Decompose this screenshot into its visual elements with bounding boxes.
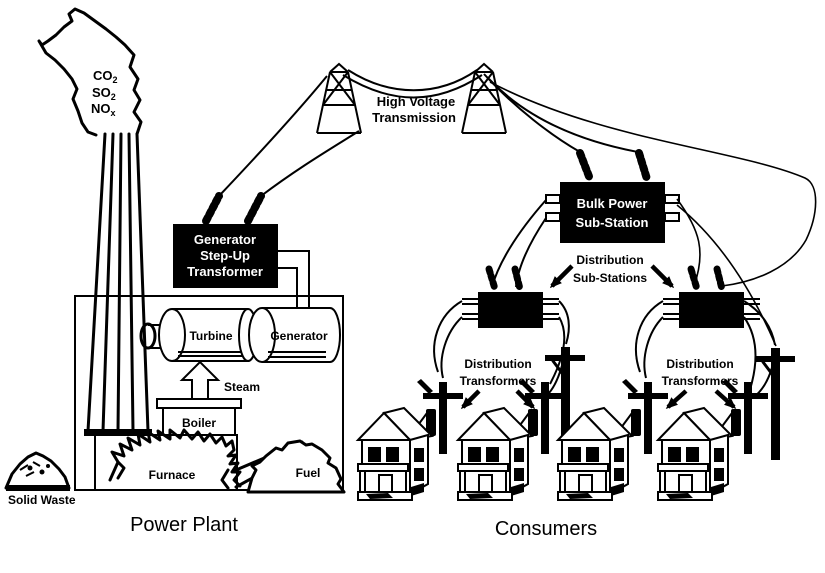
turbine: Turbine [139, 308, 258, 362]
dist-tx-left-arrow-2 [515, 389, 536, 410]
smoke-plume: CO2 SO2 NOx [37, 7, 143, 137]
fuel-pile: Fuel [234, 439, 346, 494]
bulk-label-1: Bulk Power [577, 196, 648, 211]
step-up-transformer: Generator Step-Up Transformer [173, 75, 360, 288]
smokestack [84, 132, 152, 436]
generator: Generator [248, 250, 341, 363]
solid-waste-label: Solid Waste [8, 493, 76, 507]
emission-nox: NOx [91, 101, 116, 118]
steam-label: Steam [224, 380, 260, 394]
distribution-transformers-label-left: Distribution Transformers [460, 357, 537, 410]
dist-tx-right-arrow-1 [665, 389, 688, 409]
dist-tx-right-1: Distribution [666, 357, 733, 371]
bulk-label-2: Sub-Station [576, 215, 649, 230]
dist-tx-right-2: Transformers [662, 374, 739, 388]
step-up-label-1: Generator [194, 232, 256, 247]
generator-label: Generator [270, 329, 328, 343]
power-plant-caption: Power Plant [130, 514, 238, 536]
boiler-label: Boiler [182, 416, 216, 430]
boiler: Boiler [156, 398, 242, 436]
solid-waste-pile: Solid Waste [4, 451, 76, 507]
dist-sub-arrow-right [650, 264, 675, 289]
furnace: Furnace [94, 428, 242, 491]
transmission-towers: High Voltage Transmission [316, 63, 639, 153]
step-up-label-3: Transformer [187, 264, 263, 279]
hv-label-2: Transmission [372, 110, 456, 125]
step-up-label-2: Step-Up [200, 248, 250, 263]
turbine-label: Turbine [189, 329, 232, 343]
emission-co2: CO2 [93, 68, 118, 85]
distribution-substation-right [635, 265, 776, 398]
distribution-substations-label: Distribution Sub-Stations [549, 253, 675, 289]
dist-sub-arrow-left [549, 264, 574, 289]
hv-label-1: High Voltage [377, 94, 455, 109]
distribution-transformers-label-right: Distribution Transformers [662, 357, 739, 409]
dist-tx-left-arrow-1 [460, 389, 481, 410]
fuel-label: Fuel [296, 466, 321, 480]
dist-sub-label-1: Distribution [576, 253, 643, 267]
distribution-substation-left [433, 265, 570, 394]
steam-arrow: Steam [179, 360, 260, 404]
emission-so2: SO2 [92, 85, 116, 102]
dist-tx-left-1: Distribution [464, 357, 531, 371]
tall-pole-right [753, 346, 797, 462]
dist-sub-label-2: Sub-Stations [573, 271, 647, 285]
dist-tx-right-arrow-2 [714, 389, 737, 409]
house-4 [657, 407, 733, 501]
furnace-label: Furnace [149, 468, 196, 482]
consumers-caption: Consumers [495, 518, 597, 540]
dist-tx-left-2: Transformers [460, 374, 537, 388]
house-2 [457, 407, 533, 501]
bulk-power-substation: Bulk Power Sub-Station [545, 149, 680, 243]
